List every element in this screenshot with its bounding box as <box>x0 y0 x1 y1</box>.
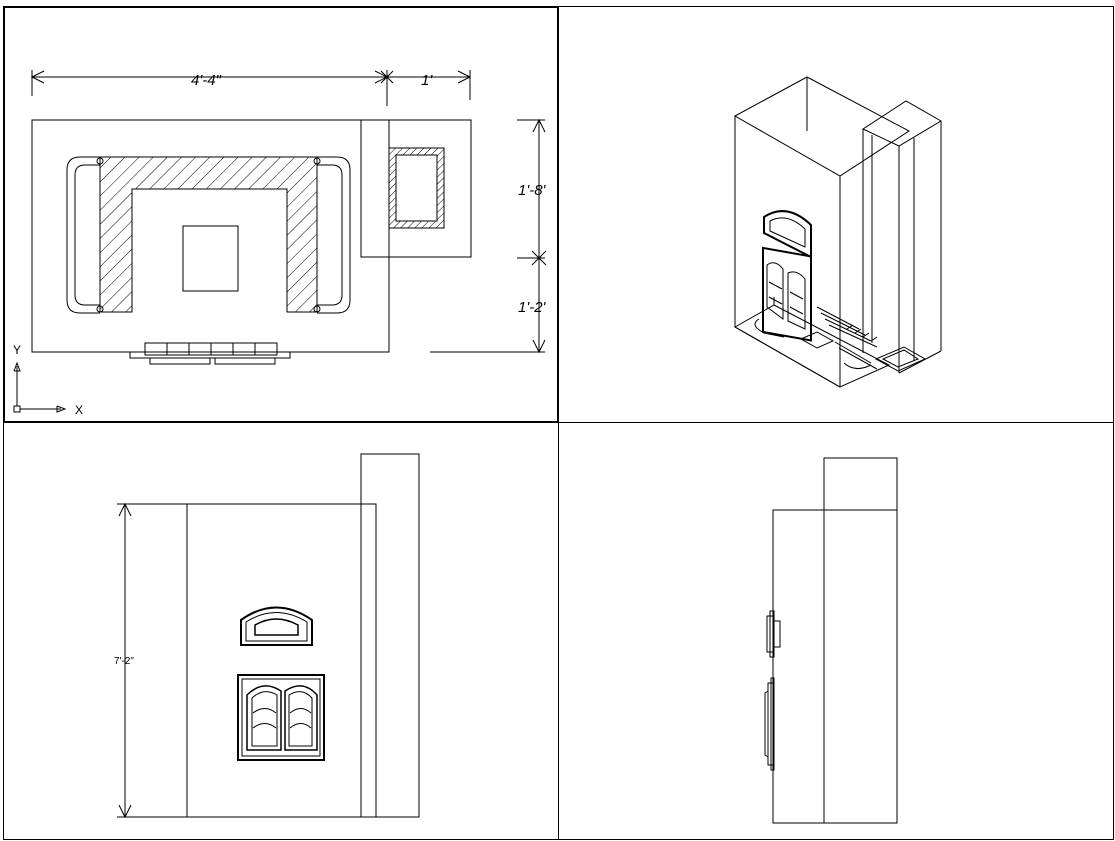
ucs-icon <box>13 361 67 413</box>
plan-drawing: 4'-4" 1' 1'-8' 1'-2' Y X <box>13 70 547 417</box>
side-drawing <box>764 457 898 824</box>
iso-drawing <box>733 76 942 388</box>
dim-upper-depth-label: 1'-8' <box>518 182 547 199</box>
viewport-iso[interactable] <box>558 6 1114 423</box>
front-drawing: 7'-2" <box>114 453 420 819</box>
ucs-y-label: Y <box>13 343 21 357</box>
viewport-side[interactable] <box>558 422 1114 840</box>
ucs-x-label: X <box>75 403 83 417</box>
dim-side-width-label: 1' <box>421 72 433 89</box>
viewport-plan[interactable]: 4'-4" 1' 1'-8' 1'-2' Y X <box>3 6 559 423</box>
dim-overall-width-label: 4'-4" <box>191 72 222 89</box>
viewport-front[interactable]: 7'-2" <box>3 422 559 840</box>
dim-overall-width <box>30 70 472 106</box>
dim-lower-depth-label: 1'-2' <box>518 299 547 316</box>
dim-height-label: 7'-2" <box>114 656 134 667</box>
